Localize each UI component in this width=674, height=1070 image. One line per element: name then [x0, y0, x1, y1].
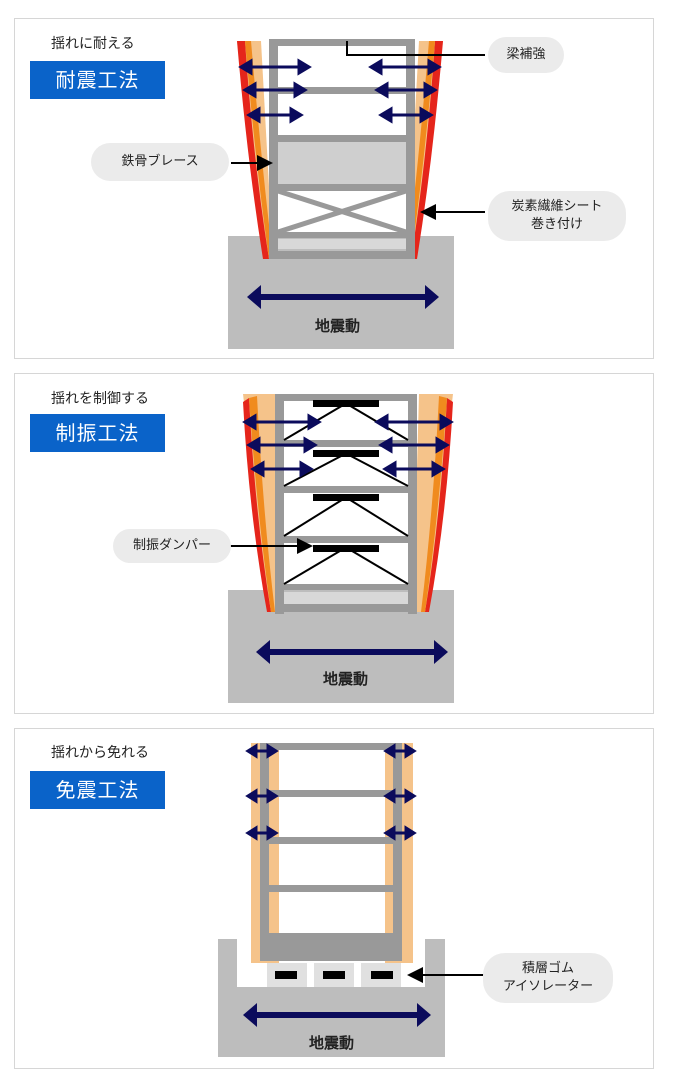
- label-beam-reinforcement: 梁補強: [488, 37, 564, 73]
- ground-motion-arrow: [256, 640, 448, 664]
- building-frame: [275, 394, 417, 614]
- method-badge: 耐震工法: [30, 61, 165, 99]
- menshin-diagram: [218, 743, 485, 1057]
- label-carbon-fiber: 炭素繊維シート 巻き付け: [488, 191, 626, 241]
- method-badge: 制振工法: [30, 414, 165, 452]
- ground-motion-label: 地震動: [315, 317, 361, 335]
- taishin-diagram: [228, 39, 485, 349]
- building-frame: [269, 39, 415, 259]
- subtitle: 揺れを制御する: [51, 391, 149, 407]
- ground-block: [218, 939, 445, 1057]
- panel-taishin: 揺れに耐える 耐震工法 梁補強 鉄骨ブレース 炭素繊維シート 巻き付け 地震動: [14, 18, 654, 359]
- label-isolator: 積層ゴム アイソレーター: [483, 953, 613, 1003]
- sway-arrows: [238, 58, 442, 124]
- panel-seishin: 揺れを制御する 制振工法 制振ダンパー 地震動: [14, 373, 654, 714]
- seishin-diagram: [228, 394, 454, 703]
- rubber-isolators: [267, 963, 401, 987]
- sway-band-left: [237, 41, 273, 259]
- subtitle: 揺れに耐える: [51, 36, 135, 52]
- subtitle: 揺れから免れる: [51, 745, 149, 761]
- damper-braces: [283, 403, 409, 585]
- ground-motion-arrow: [247, 285, 439, 309]
- label-damper: 制振ダンパー: [113, 529, 231, 563]
- sway-band-right: [413, 394, 453, 612]
- label-steel-brace: 鉄骨ブレース: [91, 143, 229, 181]
- damper-bars: [313, 400, 379, 552]
- ground-motion-label: 地震動: [323, 670, 369, 688]
- callout-lines: [231, 41, 485, 220]
- building-frame: [260, 743, 402, 961]
- sway-arrows: [245, 743, 417, 841]
- sway-arrows: [242, 413, 454, 478]
- panel-menshin: 揺れから免れる 免震工法 積層ゴム アイソレーター 地震動: [14, 728, 654, 1069]
- ground-motion-label: 地震動: [309, 1034, 355, 1052]
- method-badge: 免震工法: [30, 771, 165, 809]
- ground-motion-arrow: [243, 1003, 431, 1027]
